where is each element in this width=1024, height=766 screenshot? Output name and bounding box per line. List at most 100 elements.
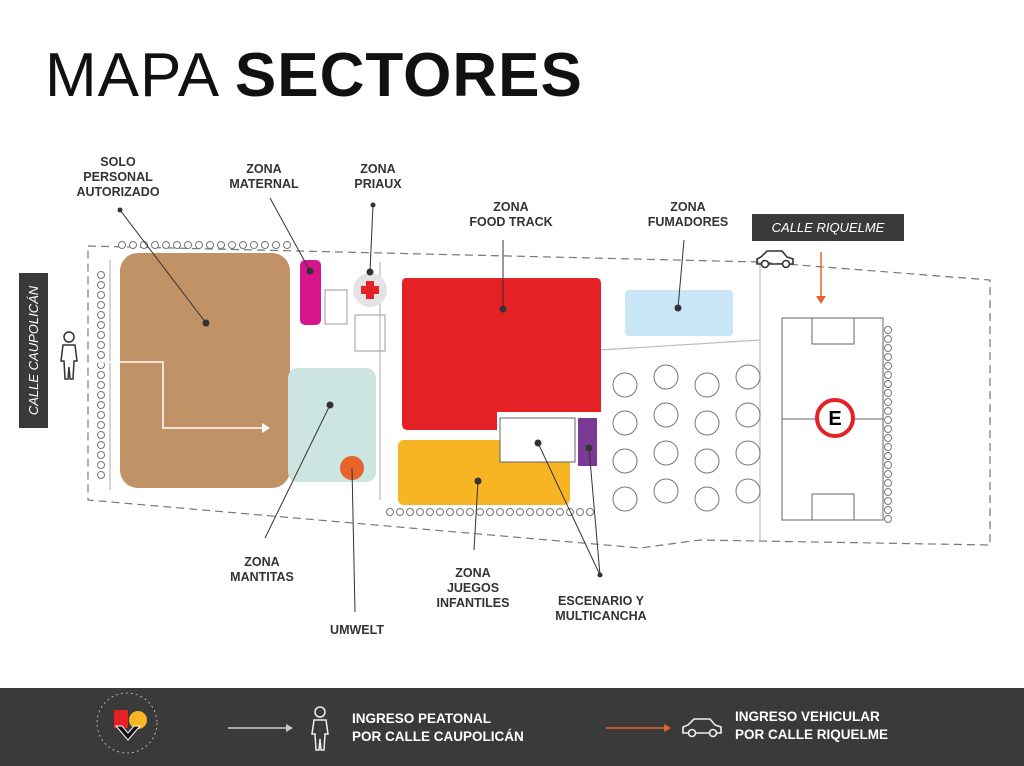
tree xyxy=(97,321,105,329)
street-caupolican: CALLE CAUPOLICÁN xyxy=(19,273,48,428)
page-title: MAPA SECTORES xyxy=(45,40,583,111)
tree xyxy=(735,364,761,390)
tree xyxy=(694,372,720,398)
tree xyxy=(612,448,638,474)
tree xyxy=(195,241,203,249)
tree xyxy=(97,311,105,319)
tree xyxy=(694,448,720,474)
tree xyxy=(151,241,159,249)
label-text: ZONA FOOD TRACK xyxy=(469,200,553,229)
tree xyxy=(184,241,192,249)
tree xyxy=(97,461,105,469)
tree xyxy=(97,381,105,389)
label-text: ZONA FUMADORES xyxy=(647,200,729,229)
zone-autorizado[interactable] xyxy=(120,253,290,488)
parking-sign-letter: E xyxy=(828,408,841,430)
car-icon xyxy=(682,718,722,738)
tree xyxy=(97,331,105,339)
leader-dots xyxy=(117,202,682,578)
zone-mantitas[interactable] xyxy=(288,368,376,482)
tree xyxy=(97,291,105,299)
label-text: ZONA MATERNAL xyxy=(229,162,299,191)
tree xyxy=(546,508,554,516)
tree xyxy=(884,434,892,442)
tree xyxy=(250,241,258,249)
tree xyxy=(386,508,394,516)
arrow-head-icon xyxy=(816,296,826,304)
label-text: ZONA PRIAUX xyxy=(354,162,402,191)
tree xyxy=(694,410,720,436)
tree xyxy=(173,241,181,249)
tree xyxy=(884,425,892,433)
label-priaux: ZONA PRIAUX xyxy=(354,162,401,192)
tree xyxy=(97,411,105,419)
label-escenario: ESCENARIO Y MULTICANCHA xyxy=(555,594,646,624)
tree xyxy=(653,364,679,390)
tree xyxy=(884,515,892,523)
label-text: UMWELT xyxy=(330,623,384,637)
title-bold: SECTORES xyxy=(234,41,583,110)
tree xyxy=(884,407,892,415)
tree xyxy=(206,241,214,249)
title-light: MAPA xyxy=(45,41,217,110)
tree xyxy=(228,241,236,249)
tree xyxy=(884,470,892,478)
tree xyxy=(456,508,464,516)
tree xyxy=(526,508,534,516)
zone-maternal[interactable] xyxy=(300,260,321,325)
tree-area xyxy=(612,364,761,512)
tree xyxy=(97,421,105,429)
tree xyxy=(884,398,892,406)
street-riquelme: CALLE RIQUELME xyxy=(752,214,904,241)
tree xyxy=(884,479,892,487)
tree-row xyxy=(97,241,892,523)
tree xyxy=(162,241,170,249)
tree xyxy=(884,353,892,361)
site-map: E xyxy=(60,197,991,613)
school-logo xyxy=(96,692,158,754)
site-outline xyxy=(87,245,991,549)
tree xyxy=(118,241,126,249)
tree xyxy=(653,402,679,428)
tree xyxy=(416,508,424,516)
tree xyxy=(653,440,679,466)
tree xyxy=(272,241,280,249)
tree xyxy=(97,391,105,399)
tree xyxy=(884,335,892,343)
tree xyxy=(97,471,105,479)
tree xyxy=(239,241,247,249)
car-icon xyxy=(756,250,794,269)
tree xyxy=(476,508,484,516)
zone-multicancha[interactable] xyxy=(578,418,597,466)
street-label: CALLE RIQUELME xyxy=(771,220,885,235)
label-text: ESCENARIO Y MULTICANCHA xyxy=(555,594,647,623)
zone-food-track[interactable] xyxy=(402,278,601,430)
tree xyxy=(97,271,105,279)
label-juegos: ZONA JUEGOS INFANTILES xyxy=(437,566,510,611)
legend-footer: INGRESO PEATONAL POR CALLE CAUPOLICÁN IN… xyxy=(0,688,1024,766)
tree xyxy=(694,486,720,512)
parking-sign xyxy=(815,398,855,438)
tree xyxy=(884,488,892,496)
label-text: SOLO PERSONAL AUTORIZADO xyxy=(76,155,160,199)
label-fumadores: ZONA FUMADORES xyxy=(648,200,729,230)
tree xyxy=(884,380,892,388)
tree xyxy=(884,452,892,460)
tree xyxy=(612,372,638,398)
tree xyxy=(97,441,105,449)
label-maternal: ZONA MATERNAL xyxy=(229,162,298,192)
tree xyxy=(735,440,761,466)
tree xyxy=(466,508,474,516)
zone-fumadores[interactable] xyxy=(625,290,733,336)
tree xyxy=(884,497,892,505)
building xyxy=(324,289,348,325)
tree xyxy=(735,478,761,504)
leader-lines xyxy=(119,197,685,613)
tree xyxy=(884,371,892,379)
tree xyxy=(536,508,544,516)
path-arrow-icon xyxy=(262,423,270,433)
tree xyxy=(506,508,514,516)
tree xyxy=(129,241,137,249)
tree xyxy=(884,461,892,469)
label-text: ZONA MANTITAS xyxy=(230,555,294,584)
